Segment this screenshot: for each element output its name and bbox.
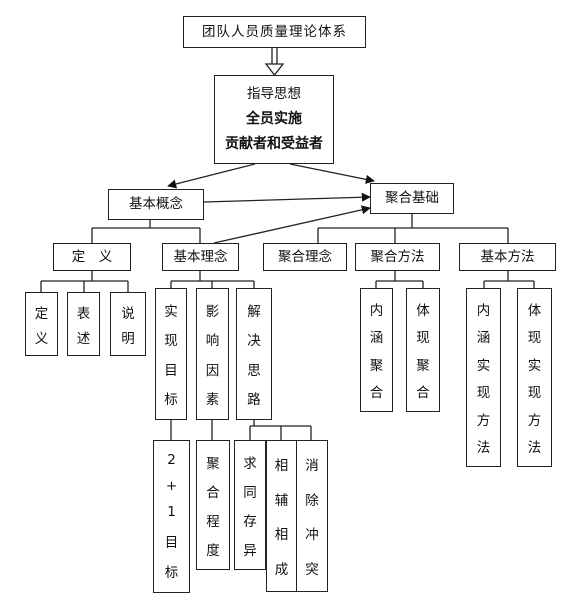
vertical-char: 合 [206, 484, 220, 501]
vertical-char: 方 [527, 412, 542, 429]
vertical-char: 求 [243, 455, 257, 472]
vertical-char: 定 [34, 305, 49, 322]
vertical-char: 冲 [305, 527, 319, 544]
vertical-char: 除 [305, 492, 319, 509]
vertical-char: 聚 [206, 455, 220, 472]
eliminate-conflict-box: 消除冲突 [296, 440, 328, 592]
vertical-char: 响 [205, 333, 220, 350]
vertical-char: 突 [305, 561, 319, 578]
vertical-char: 因 [205, 362, 220, 379]
vertical-char: 度 [206, 542, 220, 559]
vertical-char: 方 [476, 412, 491, 429]
solution-thinking-box: 解决思路 [236, 288, 272, 420]
vertical-char: 明 [121, 330, 135, 347]
seek-common-ground-box: 求同存异 [234, 440, 266, 570]
vertical-char: 消 [305, 458, 319, 475]
guiding-thought-box: 指导思想 全员实施 贡献者和受益者 [214, 75, 334, 164]
vertical-char: 现 [527, 330, 542, 347]
vertical-char: 实 [164, 303, 178, 320]
vertical-char: 实 [476, 357, 491, 374]
complement-each-other-box: 相辅相成 [266, 440, 297, 592]
statement-child: 表述 [67, 292, 100, 356]
definition-box: 定 义 [53, 243, 131, 271]
vertical-char: 说 [121, 305, 135, 322]
vertical-char: 素 [205, 392, 220, 409]
vertical-char: 内 [369, 302, 384, 319]
vertical-char: 现 [416, 330, 430, 347]
vertical-char: 影 [205, 303, 220, 320]
vertical-char: 存 [243, 513, 257, 530]
vertical-char: 涵 [476, 330, 491, 347]
vertical-char: 解 [247, 303, 261, 320]
vertical-char: 表 [76, 305, 91, 322]
basic-idea-box: 基本理念 [162, 243, 239, 271]
vertical-char: 内 [476, 302, 491, 319]
vertical-char: + [165, 478, 178, 495]
connotation-realization-method-box: 内涵实现方法 [466, 288, 501, 467]
vertical-char: 相 [274, 527, 289, 544]
vertical-char: 同 [243, 484, 257, 501]
vertical-char: 2 [167, 452, 176, 469]
vertical-char: 异 [243, 542, 257, 559]
vertical-char: 涵 [369, 330, 384, 347]
basic-method-box: 基本方法 [459, 243, 556, 271]
aggregation-method-box: 聚合方法 [355, 243, 440, 271]
vertical-char: 聚 [416, 357, 430, 374]
definition-child: 定义 [25, 292, 58, 356]
vertical-char: 目 [164, 534, 179, 551]
vertical-char: 决 [247, 333, 261, 350]
vertical-char: 体 [527, 302, 542, 319]
vertical-char: 1 [167, 504, 176, 521]
vertical-char: 思 [247, 362, 261, 379]
vertical-char: 法 [527, 440, 542, 457]
influence-factor-box: 影响因素 [196, 288, 229, 420]
aggregation-basis-box: 聚合基础 [370, 183, 454, 214]
vertical-char: 相 [274, 458, 289, 475]
vertical-char: 程 [206, 513, 220, 530]
vertical-char: 合 [416, 385, 430, 402]
vertical-char: 现 [527, 385, 542, 402]
realize-goal-box: 实现目标 [155, 288, 187, 420]
vertical-char: 标 [164, 564, 179, 581]
vertical-char: 现 [476, 385, 491, 402]
embodiment-realization-method-box: 体现实现方法 [517, 288, 552, 467]
vertical-char: 成 [274, 561, 289, 578]
explanation-child: 说明 [110, 292, 146, 356]
vertical-char: 辅 [274, 492, 289, 509]
basic-concept-box: 基本概念 [108, 189, 204, 220]
embodiment-aggregation-box: 体现聚合 [406, 288, 440, 412]
vertical-char: 义 [34, 330, 49, 347]
guiding-thought-label: 指导思想 [247, 86, 301, 103]
vertical-char: 述 [76, 330, 91, 347]
aggregation-degree-box: 聚合程度 [196, 440, 230, 570]
two-plus-one-goal-box: 2 +1 目标 [153, 440, 190, 593]
vertical-char: 实 [527, 357, 542, 374]
vertical-char: 聚 [369, 357, 384, 374]
system-title-box: 团队人员质量理论体系 [183, 16, 366, 48]
vertical-char: 目 [164, 362, 178, 379]
aggregation-idea-box: 聚合理念 [263, 243, 347, 271]
contributor-beneficiary-label: 贡献者和受益者 [225, 136, 323, 152]
vertical-char: 法 [476, 440, 491, 457]
vertical-char: 合 [369, 385, 384, 402]
all-staff-label: 全员实施 [246, 110, 302, 127]
connotation-aggregation-box: 内涵聚合 [360, 288, 393, 412]
vertical-char: 现 [164, 333, 178, 350]
vertical-char: 路 [247, 392, 261, 409]
vertical-char: 体 [416, 302, 430, 319]
vertical-char: 标 [164, 392, 178, 409]
